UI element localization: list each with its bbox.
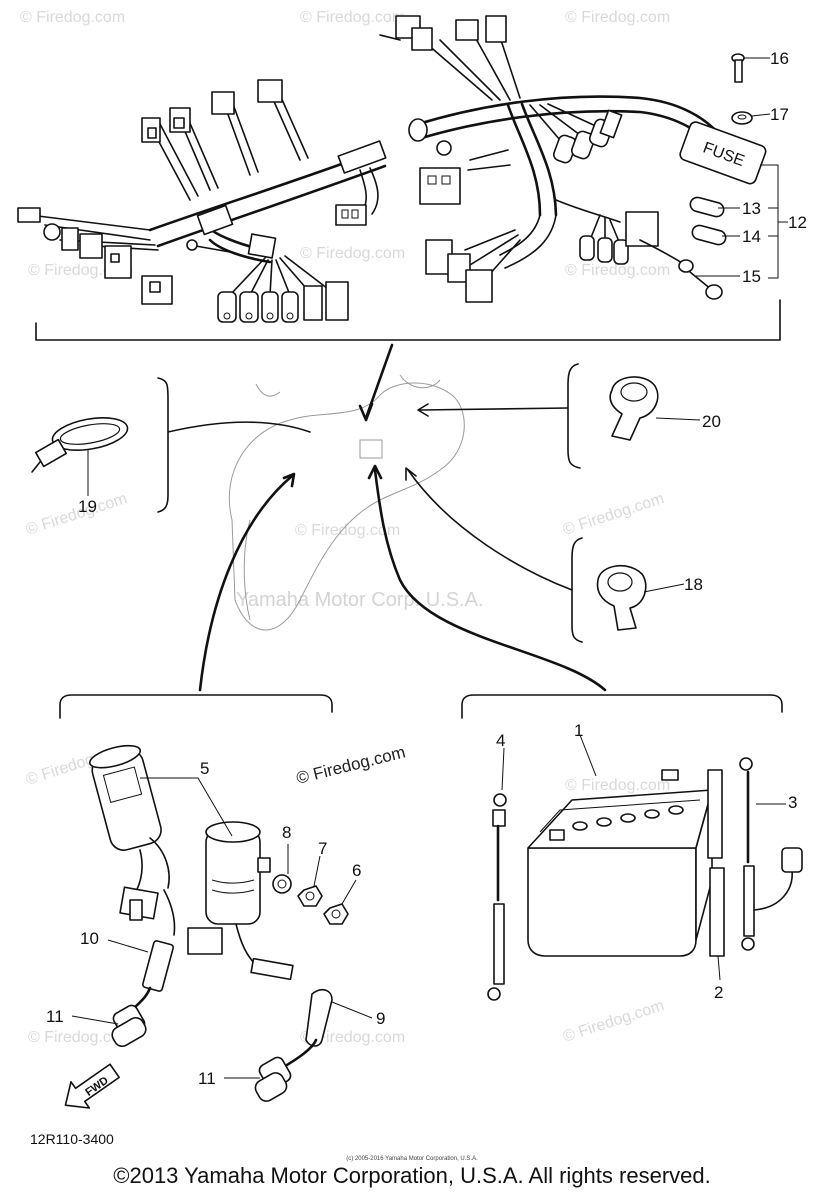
callout-7: 7 bbox=[318, 839, 327, 858]
callout-2: 2 bbox=[714, 983, 723, 1002]
group-bracket-top bbox=[35, 299, 781, 341]
callout-9: 9 bbox=[376, 1009, 385, 1028]
callout-4: 4 bbox=[496, 731, 505, 750]
watermark: © Firedog.com bbox=[28, 1029, 133, 1046]
callouts-top: 16 17 13 14 15 12 bbox=[696, 49, 807, 286]
callout-11a: 11 bbox=[46, 1007, 64, 1026]
watermark: © Firedog.com bbox=[300, 245, 405, 262]
callout-14: 14 bbox=[742, 227, 761, 246]
callout-20: 20 bbox=[702, 412, 721, 431]
watermark: © Firedog.com bbox=[561, 490, 666, 539]
clamp-20: 20 bbox=[567, 363, 721, 469]
watermark: © Firedog.com bbox=[300, 9, 405, 26]
watermark: © Firedog.com bbox=[565, 9, 670, 26]
callout-5: 5 bbox=[200, 759, 209, 778]
callout-8: 8 bbox=[282, 823, 291, 842]
band-clip-19: 19 bbox=[31, 377, 169, 516]
callouts-bottom-left: 5 8 7 6 10 11 9 11 bbox=[46, 759, 385, 1088]
small-copyright: (c) 2005-2016 Yamaha Motor Corporation, … bbox=[346, 1156, 478, 1162]
callout-1: 1 bbox=[574, 721, 583, 740]
callout-6: 6 bbox=[352, 861, 361, 880]
frame-outline bbox=[228, 374, 465, 631]
location-arrows bbox=[167, 343, 607, 692]
callout-3: 3 bbox=[788, 793, 797, 812]
watermark: © Firedog.com bbox=[561, 997, 666, 1046]
callout-13: 13 bbox=[742, 199, 761, 218]
watermark: © Firedog.com bbox=[300, 1029, 405, 1046]
callout-16: 16 bbox=[770, 49, 789, 68]
watermark: © Firedog.com bbox=[24, 490, 129, 539]
watermark: © Firedog.com bbox=[565, 777, 670, 794]
part-code: 12R110-3400 bbox=[30, 1131, 114, 1147]
ignition-coils: FWD bbox=[59, 694, 349, 1109]
clamp-18: 18 bbox=[571, 537, 703, 643]
watermark-yamaha: Yamaha Motor Corp. U.S.A. bbox=[236, 589, 484, 611]
callout-11b: 11 bbox=[198, 1069, 216, 1088]
battery-group bbox=[461, 694, 803, 1001]
copyright-notice: ©2013 Yamaha Motor Corporation, U.S.A. A… bbox=[113, 1163, 711, 1188]
callout-17: 17 bbox=[770, 105, 789, 124]
callout-15: 15 bbox=[742, 267, 761, 286]
callout-10: 10 bbox=[80, 929, 99, 948]
watermark: © Firedog.com bbox=[20, 9, 125, 26]
watermark: © Firedog.com bbox=[565, 262, 670, 279]
callout-18: 18 bbox=[684, 575, 703, 594]
wire-harness: FUSE bbox=[17, 15, 781, 341]
watermark: © Firedog.com bbox=[295, 522, 400, 539]
callout-12: 12 bbox=[788, 213, 807, 232]
callouts-bottom-right: 1 4 3 2 bbox=[496, 721, 797, 1002]
watermark-dark: © Firedog.com bbox=[294, 742, 407, 787]
callout-19: 19 bbox=[78, 497, 97, 516]
